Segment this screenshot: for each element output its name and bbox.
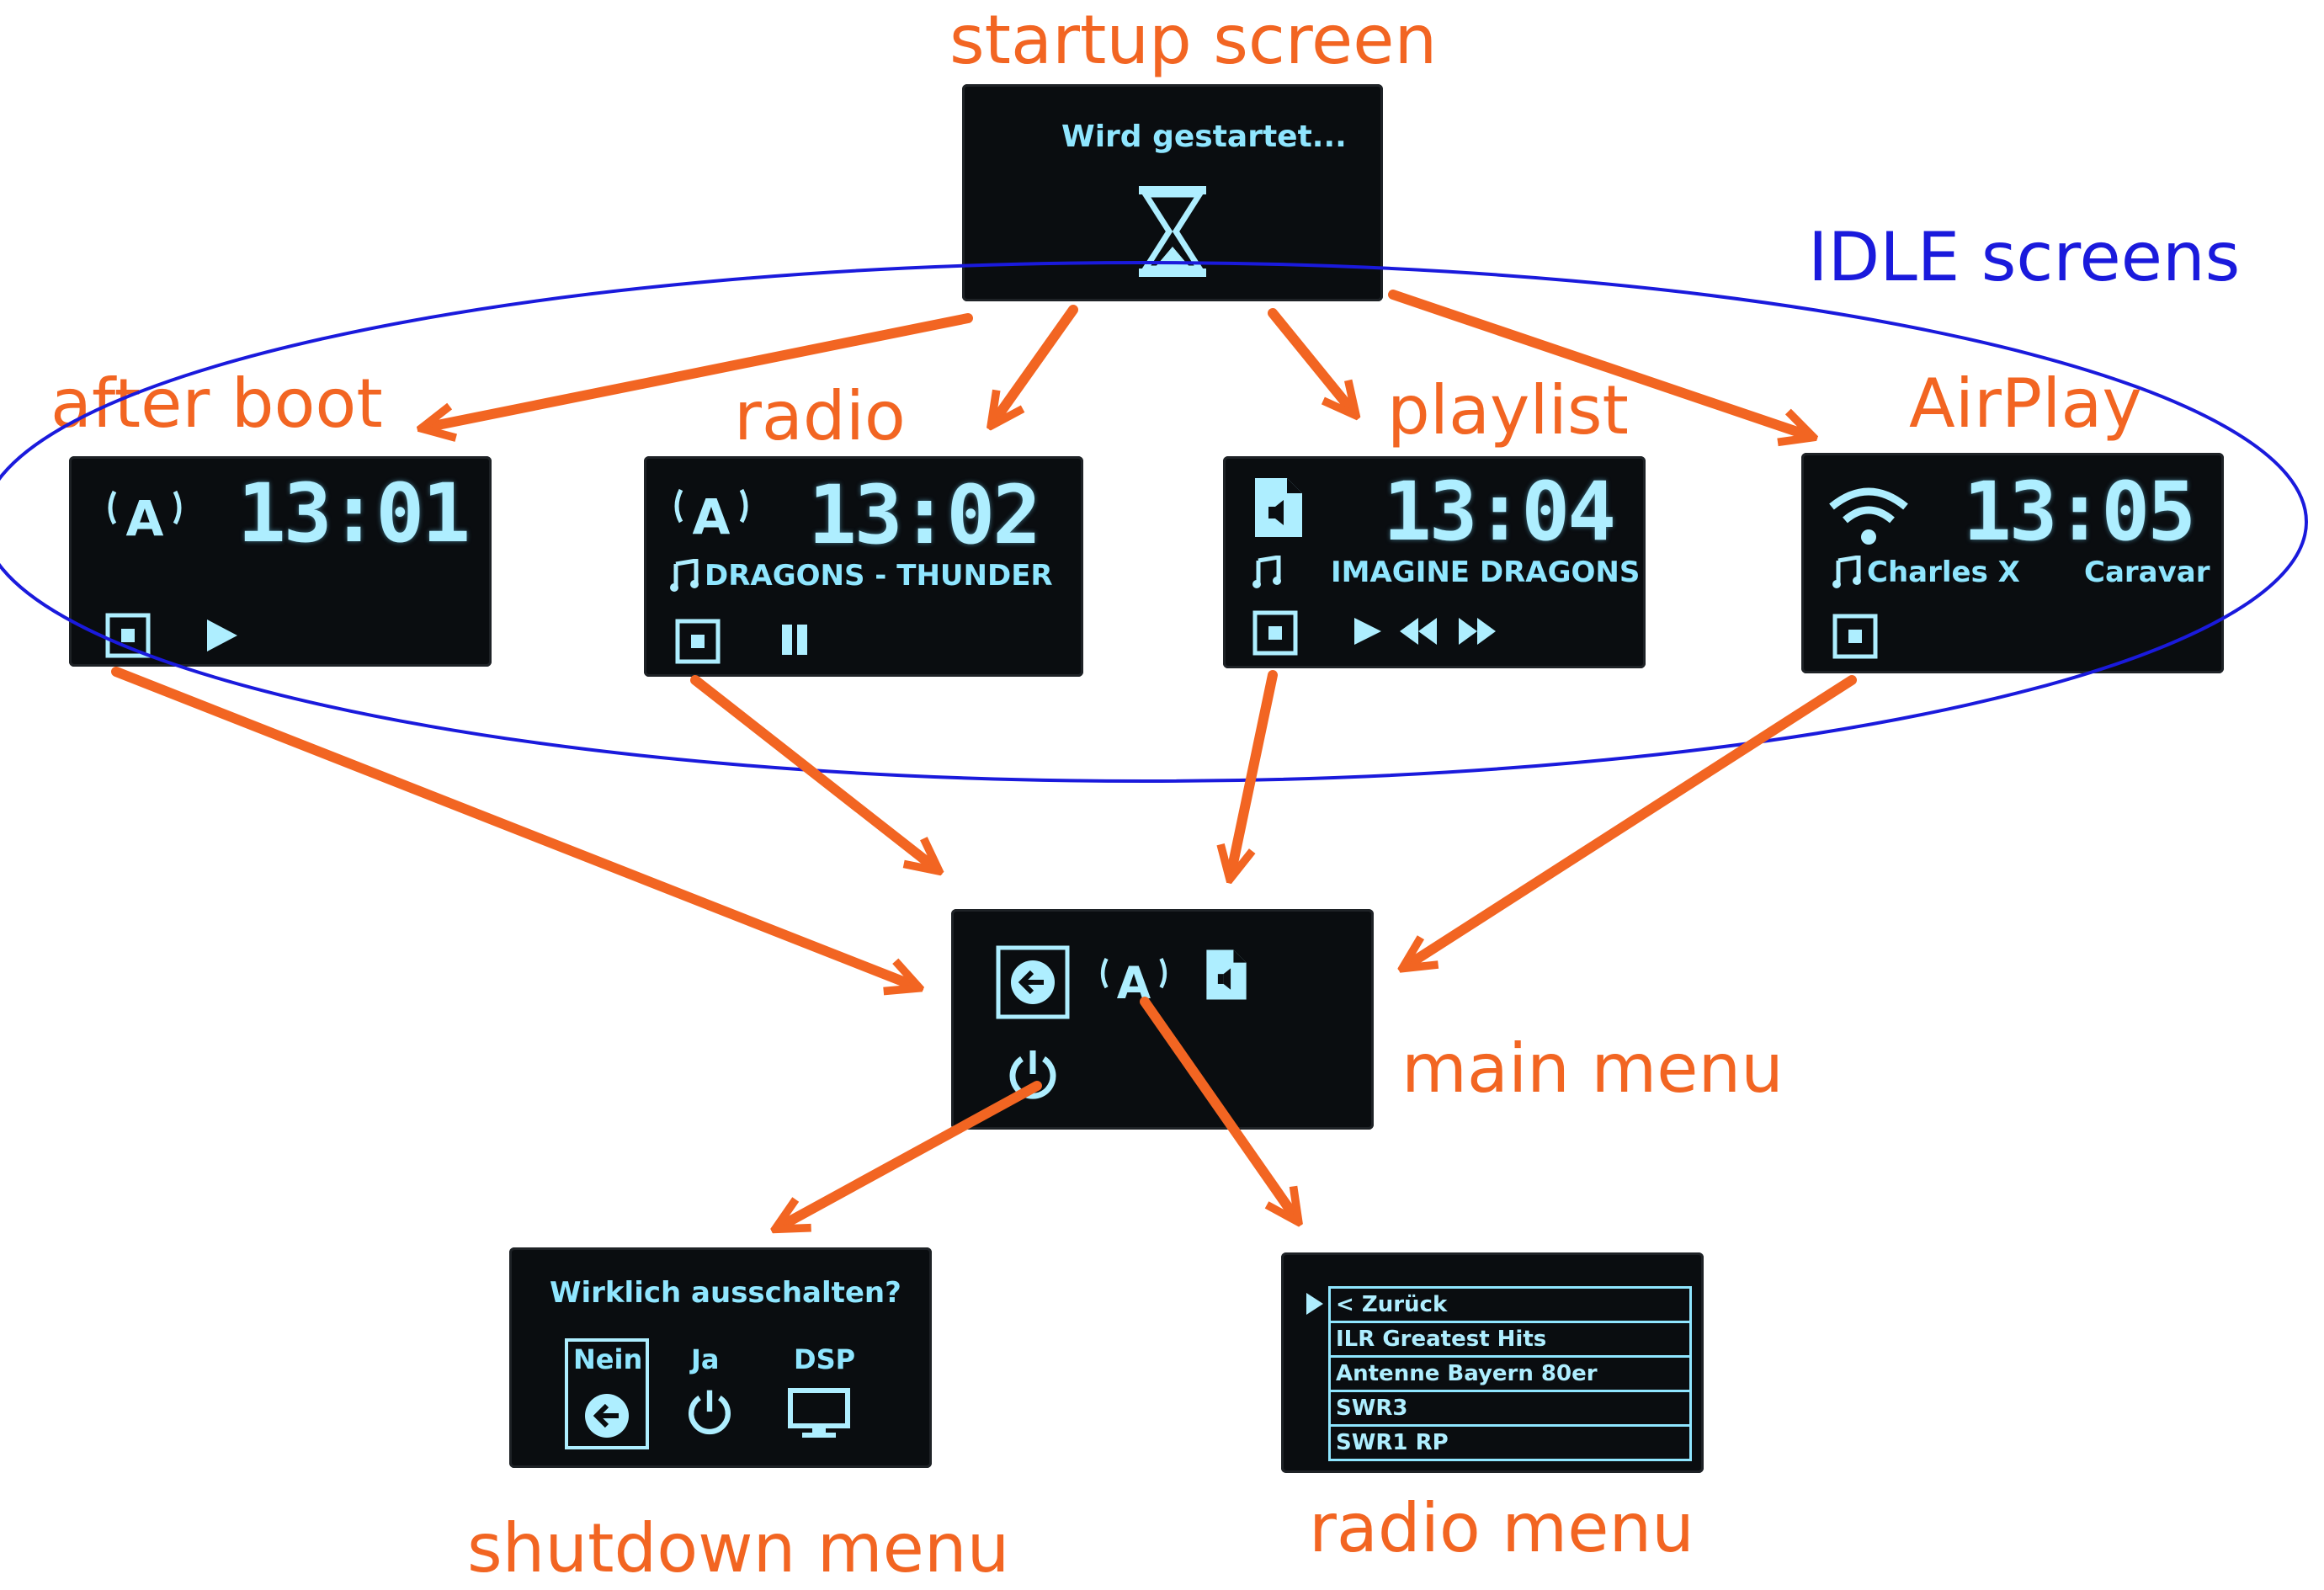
option-yes-label[interactable]: Ja	[691, 1343, 720, 1375]
list-item-station[interactable]: ILR Greatest Hits	[1331, 1323, 1689, 1358]
power-icon	[1009, 1050, 1056, 1099]
svg-text:A: A	[693, 488, 731, 545]
option-dsp-label[interactable]: DSP	[794, 1343, 856, 1375]
rewind-icon	[1400, 618, 1437, 645]
audio-file-icon	[1255, 478, 1302, 537]
label-shutdown-menu: shutdown menu	[467, 1509, 1010, 1587]
track-title: DRAGONS - THUNDER	[705, 559, 1053, 593]
stop-icon	[1252, 610, 1298, 656]
label-after-boot: after boot	[51, 364, 383, 443]
option-no-label: Nein	[573, 1343, 643, 1375]
radio-menu-screen: < Zurück ILR Greatest Hits Antenne Bayer…	[1281, 1252, 1704, 1473]
stop-icon	[675, 619, 721, 664]
startup-text: Wird gestartet...	[1061, 120, 1347, 154]
arrow-radio-to-main-menu	[690, 675, 936, 869]
arrow-startup-to-playlist	[1268, 308, 1353, 412]
label-radio: radio	[734, 377, 906, 455]
radio-screen: A 13:02 DRAGONS - THUNDER	[644, 456, 1083, 677]
artist-name: Charles X	[1867, 556, 2020, 589]
label-playlist: playlist	[1387, 371, 1629, 449]
shutdown-question: Wirklich ausschalten?	[550, 1276, 901, 1310]
list-item-station[interactable]: SWR3	[1331, 1392, 1689, 1427]
antenna-icon: A	[108, 490, 182, 547]
shutdown-menu-screen: Wirklich ausschalten? Nein Ja DSP	[509, 1247, 932, 1468]
arrow-startup-to-radio	[993, 305, 1078, 423]
label-idle-screens: IDLE screens	[1808, 218, 2241, 296]
radio-station-list: < Zurück ILR Greatest Hits Antenne Bayer…	[1328, 1286, 1692, 1461]
pause-icon	[782, 625, 807, 655]
play-icon	[207, 620, 237, 651]
svg-text:A: A	[126, 490, 164, 547]
music-note-icon	[670, 559, 699, 592]
main-menu-screen: A	[951, 909, 1374, 1130]
option-no-box[interactable]: Nein	[565, 1338, 649, 1449]
music-note-icon	[1832, 556, 1861, 588]
hourglass-icon	[1139, 186, 1206, 277]
clock-display: 13:04	[1383, 465, 1616, 559]
label-startup-screen: startup screen	[949, 1, 1438, 79]
startup-screen: Wird gestartet...	[962, 84, 1383, 301]
label-airplay: AirPlay	[1909, 364, 2142, 443]
airplay-screen: 13:05 Charles X Caravar	[1801, 453, 2224, 673]
power-icon[interactable]	[684, 1385, 735, 1439]
arrow-airplay-to-main-menu	[1406, 675, 1857, 966]
list-item-back[interactable]: < Zurück	[1331, 1289, 1689, 1323]
fast-forward-icon	[1459, 618, 1496, 645]
monitor-icon[interactable]	[787, 1387, 851, 1441]
selection-pointer-icon	[1306, 1293, 1323, 1315]
track-title: Caravar	[2084, 556, 2210, 589]
audio-file-icon	[1206, 949, 1247, 1000]
track-title: IMAGINE DRAGONS	[1331, 556, 1641, 589]
wifi-icon	[1829, 487, 1908, 545]
list-item-station[interactable]: SWR1 RP	[1336, 1430, 1449, 1455]
play-icon	[1354, 618, 1381, 645]
label-main-menu: main menu	[1401, 1029, 1784, 1108]
stop-icon	[105, 613, 151, 658]
playlist-screen: 13:04 IMAGINE DRAGONS	[1223, 456, 1646, 668]
label-radio-menu: radio menu	[1309, 1489, 1694, 1567]
clock-display: 13:05	[1963, 465, 2196, 559]
stop-icon	[1832, 614, 1878, 659]
after-boot-screen: A 13:01	[69, 456, 492, 667]
clock-display: 13:01	[237, 466, 471, 561]
arrow-after-boot-to-main-menu	[111, 667, 916, 986]
antenna-icon: A	[1100, 957, 1167, 1009]
antenna-icon: A	[674, 488, 748, 545]
arrow-playlist-to-main-menu	[1231, 670, 1278, 875]
back-arrow-icon	[585, 1394, 629, 1438]
svg-text:A: A	[1117, 959, 1151, 1009]
list-item-station[interactable]: Antenne Bayern 80er	[1331, 1358, 1689, 1392]
back-arrow-icon	[996, 945, 1070, 1019]
clock-display: 13:02	[808, 468, 1041, 562]
music-note-icon	[1252, 556, 1281, 588]
